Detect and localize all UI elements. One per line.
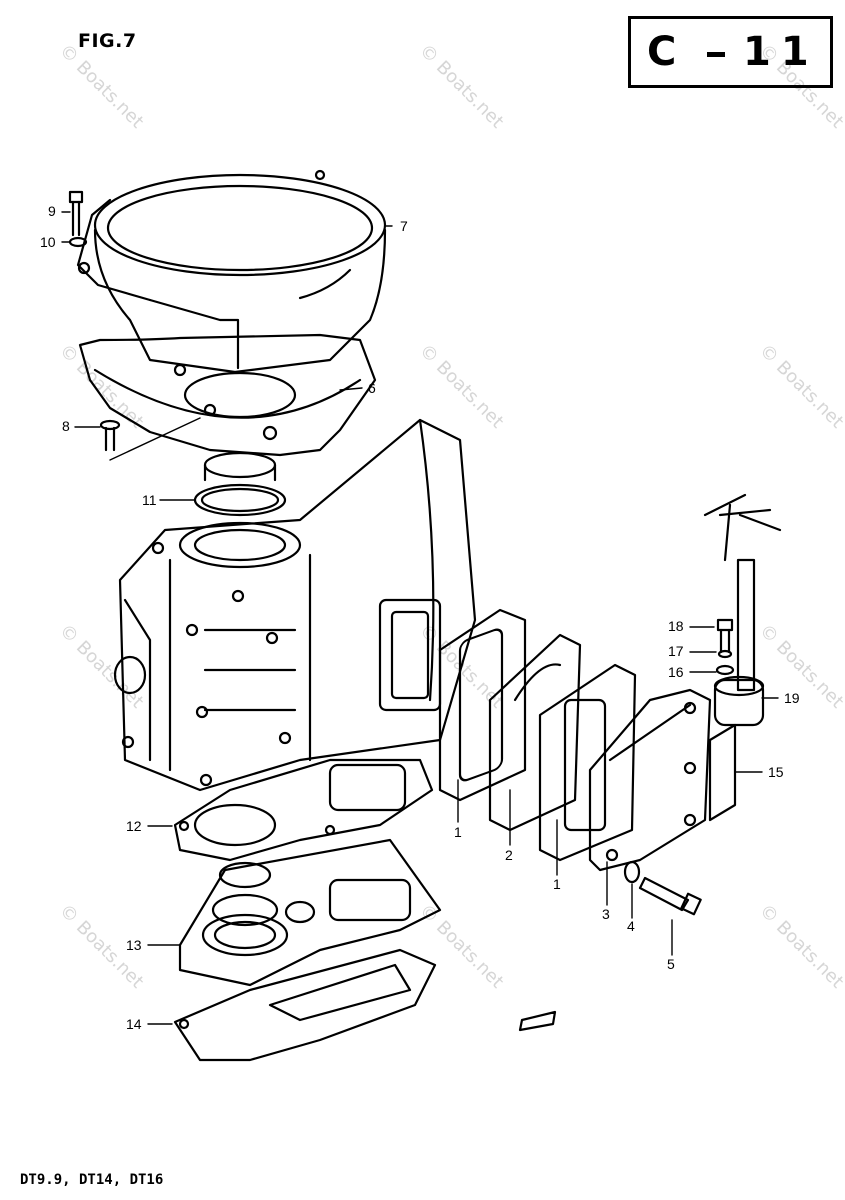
part-7-cover	[76, 169, 387, 374]
part-4-washer	[623, 860, 641, 884]
stamp-mark	[518, 1010, 557, 1032]
callout-1: 1	[553, 876, 561, 892]
part-2-cover-plate	[488, 633, 582, 832]
callout-12: 12	[126, 818, 142, 834]
part-15-bracket	[708, 723, 737, 822]
section-code-dash	[707, 52, 725, 57]
part-12-gasket	[173, 758, 434, 862]
models-caption: DT9.9, DT14, DT16	[20, 1172, 164, 1188]
part-1b-gasket	[538, 663, 637, 862]
cylinder-block	[113, 418, 477, 792]
callout-13: 13	[126, 937, 142, 953]
callout-8: 8	[62, 418, 70, 434]
part-3-outer-cover	[588, 688, 712, 872]
callout-5: 5	[667, 956, 675, 972]
callout-18: 18	[668, 618, 684, 634]
part-6-plate	[78, 333, 377, 457]
section-code-letter: C	[647, 29, 677, 75]
part-19-sensor	[703, 493, 782, 727]
section-code-number: 11	[743, 29, 819, 75]
callout-16: 16	[668, 664, 684, 680]
callout-9: 9	[48, 203, 56, 219]
part-13-lower-plate	[178, 838, 442, 987]
part-17-lockwasher	[717, 649, 733, 659]
callout-2: 2	[505, 847, 513, 863]
part-14-gasket	[173, 948, 437, 1062]
part-16-washer	[715, 664, 735, 676]
callout-11: 11	[142, 492, 157, 508]
callout-1: 1	[454, 824, 462, 840]
callout-7: 7	[400, 218, 408, 234]
callout-19: 19	[784, 690, 800, 706]
part-8-screw	[99, 419, 121, 452]
figure-title: FIG.7	[78, 30, 137, 52]
section-code-box: C 11	[628, 16, 833, 88]
callout-10: 10	[40, 234, 56, 250]
callout-4: 4	[627, 918, 635, 934]
leader-lines	[61, 211, 779, 1025]
callout-6: 6	[368, 380, 376, 396]
callout-14: 14	[126, 1016, 142, 1032]
part-1-gasket	[438, 608, 527, 802]
callout-3: 3	[602, 906, 610, 922]
part-18-screw	[716, 618, 734, 654]
callout-17: 17	[668, 643, 684, 659]
part-9-bolt	[68, 190, 84, 237]
part-11-seal	[193, 451, 287, 517]
part-5-bolt	[638, 876, 702, 916]
callout-15: 15	[768, 764, 784, 780]
